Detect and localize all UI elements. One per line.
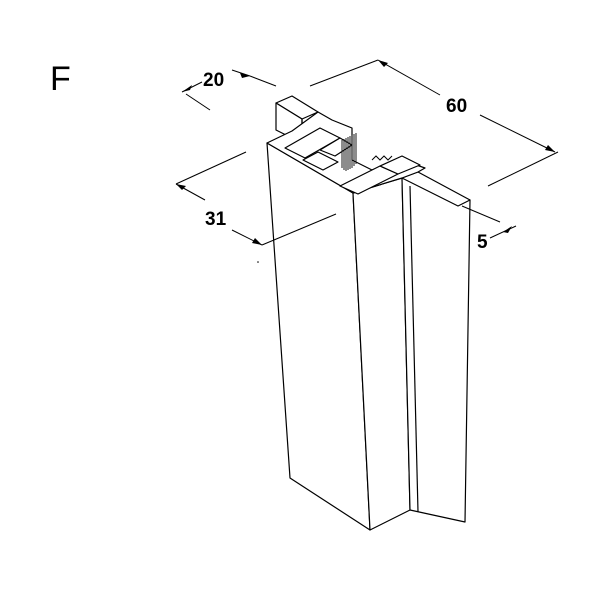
dim20-ext-left <box>185 93 211 111</box>
dim-label-31: 31 <box>205 209 227 230</box>
arrow-60-top <box>378 60 388 67</box>
arrow-31-top <box>176 184 186 190</box>
brush-seal <box>341 133 357 171</box>
dim31-ext-bottom <box>261 213 337 246</box>
dim60-ext-top <box>309 59 379 87</box>
dimension-lines <box>175 59 559 246</box>
dim20-right-seg <box>231 69 251 77</box>
arrow-20-right <box>240 73 250 78</box>
dim-label-5: 5 <box>477 232 488 253</box>
dim-label-60: 60 <box>446 96 467 117</box>
serrated-seal <box>371 155 393 161</box>
arrowheads <box>176 60 555 245</box>
arrow-20-left <box>182 85 192 92</box>
chamber-5 <box>379 155 421 175</box>
panel-label: F <box>50 60 71 98</box>
dim5-ext <box>461 205 501 223</box>
arrow-60-right <box>545 145 555 152</box>
dim31-ext-top <box>175 151 247 185</box>
dim-label-20: 20 <box>203 70 224 91</box>
arrow-5 <box>503 226 512 233</box>
dim60-line-b <box>479 114 556 153</box>
stop-edge-line <box>409 185 419 513</box>
stop-face <box>401 177 471 523</box>
dim60-ext-right <box>487 151 559 187</box>
arrow-31-bottom <box>252 238 262 245</box>
profile-body <box>266 95 471 531</box>
dim20-ext <box>249 75 277 87</box>
dim60-line-a <box>377 59 441 96</box>
chamber-2 <box>302 151 339 171</box>
dot-mark <box>257 261 259 263</box>
